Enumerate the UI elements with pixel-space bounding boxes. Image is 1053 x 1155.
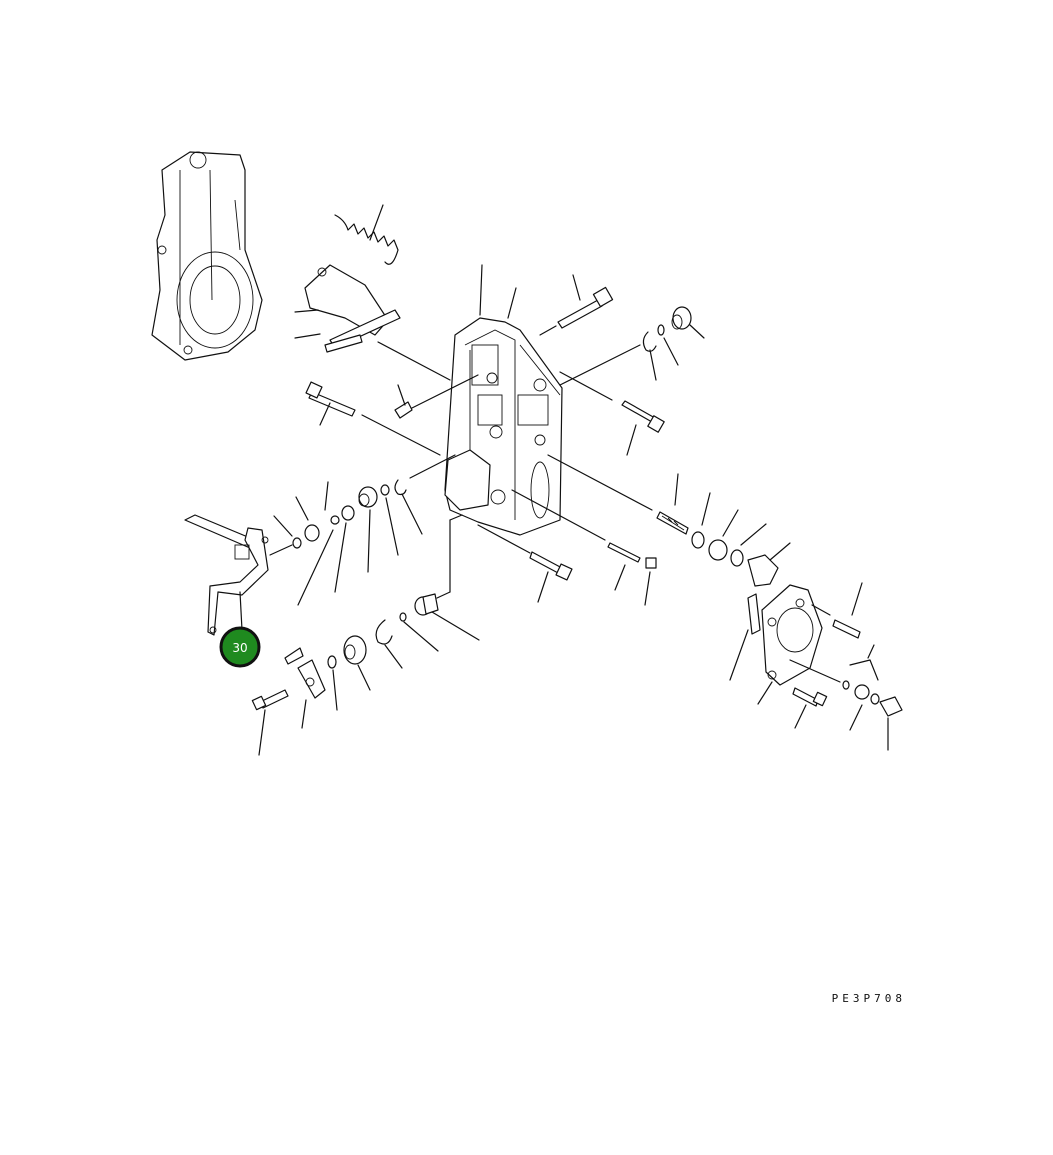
snap-ring-top bbox=[642, 331, 657, 381]
lever-assembly bbox=[294, 264, 451, 381]
callout-badge-30[interactable]: 30 bbox=[219, 626, 261, 668]
stud-center bbox=[511, 489, 657, 606]
cap-top bbox=[671, 306, 705, 339]
bolt-lower-left bbox=[251, 689, 289, 756]
callout-label: 30 bbox=[232, 641, 247, 655]
control-lever bbox=[184, 514, 269, 636]
washer-stack-left bbox=[269, 454, 456, 606]
washer-top bbox=[657, 324, 679, 366]
plug-center bbox=[399, 514, 480, 652]
bolt-top bbox=[539, 274, 614, 336]
drawing-code: PE3P708 bbox=[831, 992, 906, 1005]
spring bbox=[334, 204, 399, 265]
plate-lower-left bbox=[284, 647, 326, 729]
adjust-screw-right bbox=[547, 454, 791, 587]
governor-housing-top bbox=[151, 151, 263, 361]
bolt-right bbox=[559, 344, 665, 456]
cover-plate-right bbox=[729, 582, 903, 751]
washers-lower bbox=[327, 619, 403, 711]
long-bolt-left bbox=[305, 381, 441, 456]
small-bolt-center bbox=[394, 374, 479, 419]
main-pump-housing bbox=[444, 264, 563, 536]
lower-bolt-center bbox=[477, 524, 573, 603]
